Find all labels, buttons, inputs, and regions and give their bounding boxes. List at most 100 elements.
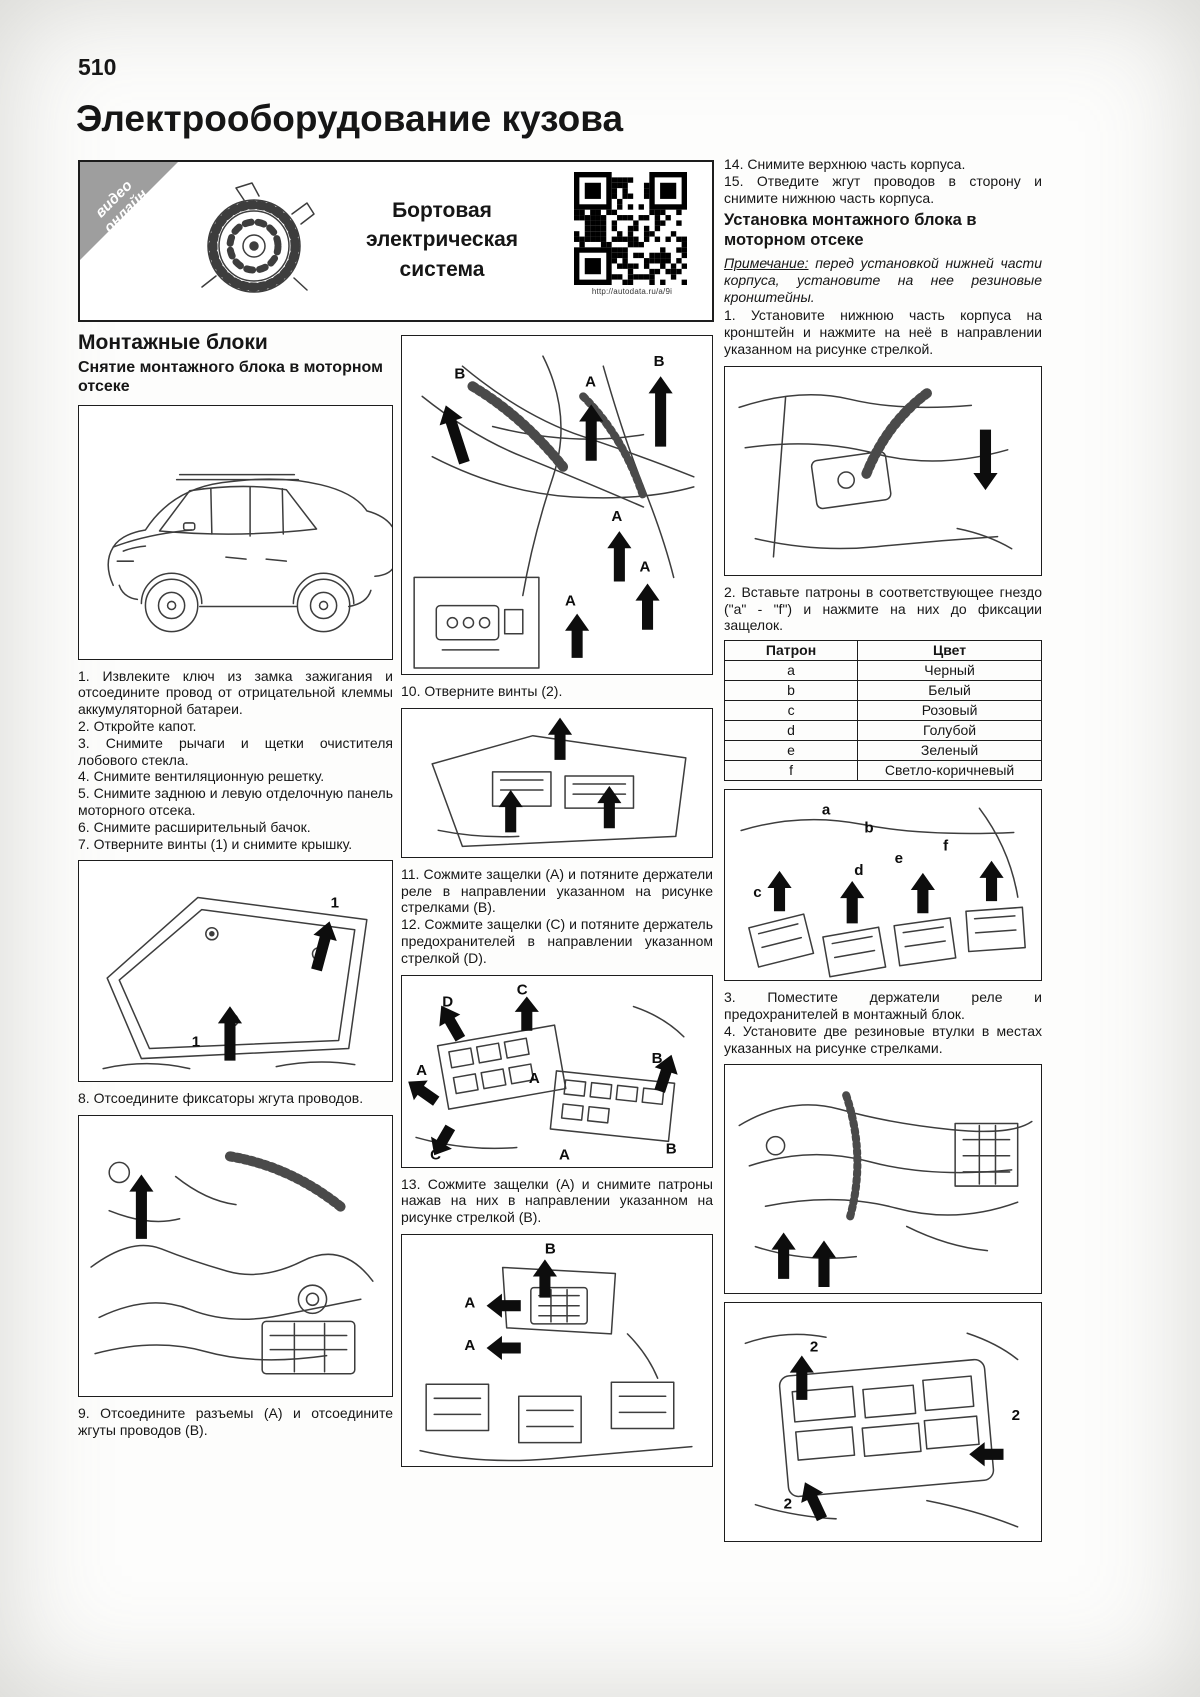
figure-label: 2	[784, 1496, 792, 1513]
cell-cartridge: d	[723, 720, 859, 742]
step-text: 3. Снимите рычаги и щетки очистителя лоб…	[78, 734, 393, 768]
figure-label: C	[517, 981, 528, 998]
figure-fusebox-screws	[401, 707, 713, 858]
cell-cartridge: f	[723, 760, 859, 782]
step-text: 10. Отверните винты (2).	[401, 683, 563, 699]
section-heading: Монтажные блоки	[78, 331, 268, 354]
column-right: 14. Снимите верхнюю часть корпуса. 15. О…	[723, 156, 1042, 1550]
figure-wiring-harness-connectors: B A B A A A	[401, 335, 713, 675]
step-text: 6. Снимите расширительный бачок.	[78, 818, 311, 835]
step-text: 15. Отведите жгут проводов в сторону и с…	[724, 172, 1042, 206]
step-text: 2. Откройте капот.	[78, 717, 197, 734]
table-header: Патрон	[723, 640, 859, 662]
cell-color: Белый	[857, 680, 1042, 702]
figure-label: 2	[1012, 1407, 1020, 1424]
step-text: 8. Отсоедините фиксаторы жгута проводов.	[78, 1090, 364, 1107]
step-text: 4. Установите две резиновые втулки в мес…	[724, 1022, 1042, 1056]
figure-label: A	[611, 508, 622, 525]
column-middle: B A B A A A 10. Отверните винты (2).	[401, 335, 713, 1475]
figure-label: a	[822, 801, 831, 818]
figure-label: B	[454, 365, 465, 382]
figure-label: f	[943, 838, 949, 855]
figure-car-side-view	[78, 404, 393, 660]
qr-url: http://autodata.ru/a/9i	[591, 287, 673, 296]
note-label: Примечание:	[724, 254, 809, 271]
figure-label: B	[654, 353, 665, 370]
caption-line-3: система	[399, 257, 485, 281]
figure-harness-clips	[78, 1115, 393, 1398]
table-header-row: Патрон Цвет	[723, 640, 1042, 662]
subsection-heading: Снятие монтажного блока в моторном отсек…	[78, 359, 383, 396]
figure-label: A	[639, 558, 650, 575]
cell-cartridge: a	[723, 660, 859, 682]
figure-cover-screws: 1 1	[78, 860, 393, 1083]
figure-label: 1	[331, 895, 339, 912]
table-header: Цвет	[857, 640, 1042, 662]
cell-color: Зеленый	[857, 740, 1042, 762]
figure-cartridge-sockets: a b c d e f	[724, 789, 1042, 982]
figure-label: A	[565, 593, 576, 610]
figure-label: A	[464, 1337, 475, 1354]
figure-rubber-grommets	[724, 1064, 1042, 1295]
step-text: 1. Установите нижнюю часть корпуса на кр…	[724, 307, 1042, 357]
figure-lower-case-install	[724, 365, 1042, 576]
step-text: 14. Снимите верхнюю часть корпуса.	[724, 156, 966, 172]
figure-label: A	[559, 1146, 570, 1163]
figure-label: D	[442, 993, 453, 1010]
figure-label: A	[585, 373, 596, 390]
step-text: 1. Извлеките ключ из замка зажигания и о…	[78, 667, 393, 718]
figure-label: A	[416, 1062, 427, 1079]
cell-color: Розовый	[857, 700, 1042, 722]
video-online-banner: видео онлайн Бортовая электриче	[78, 160, 714, 322]
figure-label: B	[652, 1050, 663, 1067]
cell-cartridge: c	[723, 700, 859, 722]
figure-label: c	[753, 884, 761, 901]
cell-color: Голубой	[857, 720, 1042, 742]
figure-label: b	[864, 820, 873, 837]
caption-line-1: Бортовая	[392, 199, 492, 222]
step-text: 5. Снимите заднюю и левую отделочную пан…	[78, 785, 393, 818]
figure-label: B	[666, 1140, 677, 1157]
step-text: 3. Поместите держатели реле и предохрани…	[724, 989, 1042, 1022]
figure-label: d	[854, 862, 863, 879]
cell-cartridge: e	[723, 740, 859, 762]
note-body: перед установкой нижней части корпуса, у…	[724, 254, 1042, 305]
figure-label: A	[464, 1295, 475, 1312]
figure-lower-case-arrows: 2 2 2	[724, 1302, 1042, 1543]
column-left: Монтажные блоки Снятие монтажного блока …	[78, 330, 393, 1439]
alternator-icon	[184, 172, 326, 314]
step-text: 11. Сожмите защелки (A) и потяните держа…	[401, 865, 713, 916]
figure-label: B	[545, 1240, 556, 1257]
caption-line-2: электрическая	[365, 228, 519, 252]
page-title: Электрооборудование кузова	[76, 98, 624, 139]
step-text: 9. Отсоедините разъемы (A) и отсоедините…	[78, 1405, 393, 1438]
step-text: 4. Снимите вентиляционную решетку.	[78, 768, 325, 785]
section-heading-install: Установка монтажного блока в моторном от…	[724, 211, 977, 250]
figure-cartridge-removal: B A A	[401, 1233, 713, 1467]
figure-label: A	[529, 1070, 540, 1087]
banner-caption: Бортовая электрическая система	[332, 196, 552, 284]
step-text: 13. Сожмите защелки (A) и снимите патрон…	[401, 1175, 713, 1226]
page-number: 510	[78, 54, 117, 80]
step-text: 12. Сожмите защелки (C) и потяните держа…	[401, 916, 713, 966]
figure-label: 1	[192, 1034, 200, 1051]
figure-label: C	[430, 1146, 441, 1163]
corner-ribbon	[80, 162, 178, 260]
cell-cartridge: b	[723, 680, 859, 702]
figure-label: 2	[810, 1339, 818, 1356]
figure-label: e	[895, 850, 903, 867]
figure-relay-holders: D C A A B A C B	[401, 974, 713, 1168]
step-text: 7. Отверните винты (1) и снимите крышку.	[78, 835, 353, 852]
cell-color: Светло-коричневый	[857, 760, 1042, 782]
cell-color: Черный	[857, 660, 1042, 682]
qr-block: http://autodata.ru/a/9i	[574, 172, 690, 296]
note-text: Примечание: перед установкой нижней част…	[724, 255, 1042, 305]
